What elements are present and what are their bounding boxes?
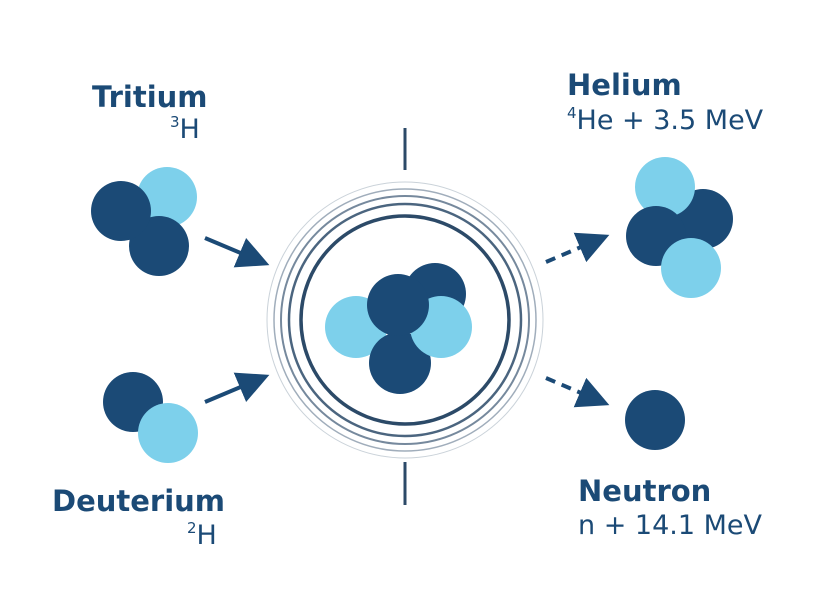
deuterium-arrow bbox=[204, 372, 270, 404]
helium-symbol: He bbox=[576, 105, 614, 136]
tritium-mass-number: 3 bbox=[170, 113, 180, 131]
dark-particle bbox=[369, 332, 431, 394]
deuterium-label: Deuterium bbox=[52, 484, 226, 518]
neutron-energy: + 14.1 MeV bbox=[595, 510, 762, 541]
neutron-label: Neutron bbox=[578, 474, 712, 508]
deuterium-nucleus bbox=[103, 372, 198, 463]
deuterium-mass-number: 2 bbox=[187, 519, 197, 537]
free-neutron bbox=[625, 390, 685, 450]
helium-nucleus bbox=[626, 157, 733, 298]
light-particle bbox=[138, 403, 198, 463]
tritium-nucleus bbox=[91, 167, 197, 276]
deuterium-formula: 2H bbox=[187, 520, 217, 552]
helium-energy: + 3.5 MeV bbox=[613, 105, 764, 136]
neutron-formula: n + 14.1 MeV bbox=[578, 510, 762, 542]
light-particle bbox=[661, 238, 721, 298]
dark-particle bbox=[367, 274, 429, 336]
helium-label: Helium bbox=[567, 68, 682, 102]
light-particle bbox=[137, 167, 197, 227]
dark-particle bbox=[625, 390, 685, 450]
dark-particle bbox=[129, 216, 189, 276]
tritium-arrow bbox=[204, 236, 270, 268]
deuterium-symbol: H bbox=[196, 520, 217, 551]
helium-arrow bbox=[545, 232, 610, 264]
helium-mass-number: 4 bbox=[567, 104, 577, 122]
tritium-symbol: H bbox=[179, 114, 200, 145]
light-particle bbox=[635, 157, 695, 217]
neutron-symbol: n bbox=[578, 510, 596, 541]
tritium-formula: 3H bbox=[170, 114, 200, 146]
reactor-rings bbox=[266, 181, 544, 459]
fused-nucleus bbox=[325, 263, 472, 394]
helium-formula: 4He + 3.5 MeV bbox=[567, 105, 763, 137]
neutron-arrow bbox=[545, 376, 610, 408]
dark-particle bbox=[91, 181, 151, 241]
tritium-label: Tritium bbox=[92, 80, 208, 114]
